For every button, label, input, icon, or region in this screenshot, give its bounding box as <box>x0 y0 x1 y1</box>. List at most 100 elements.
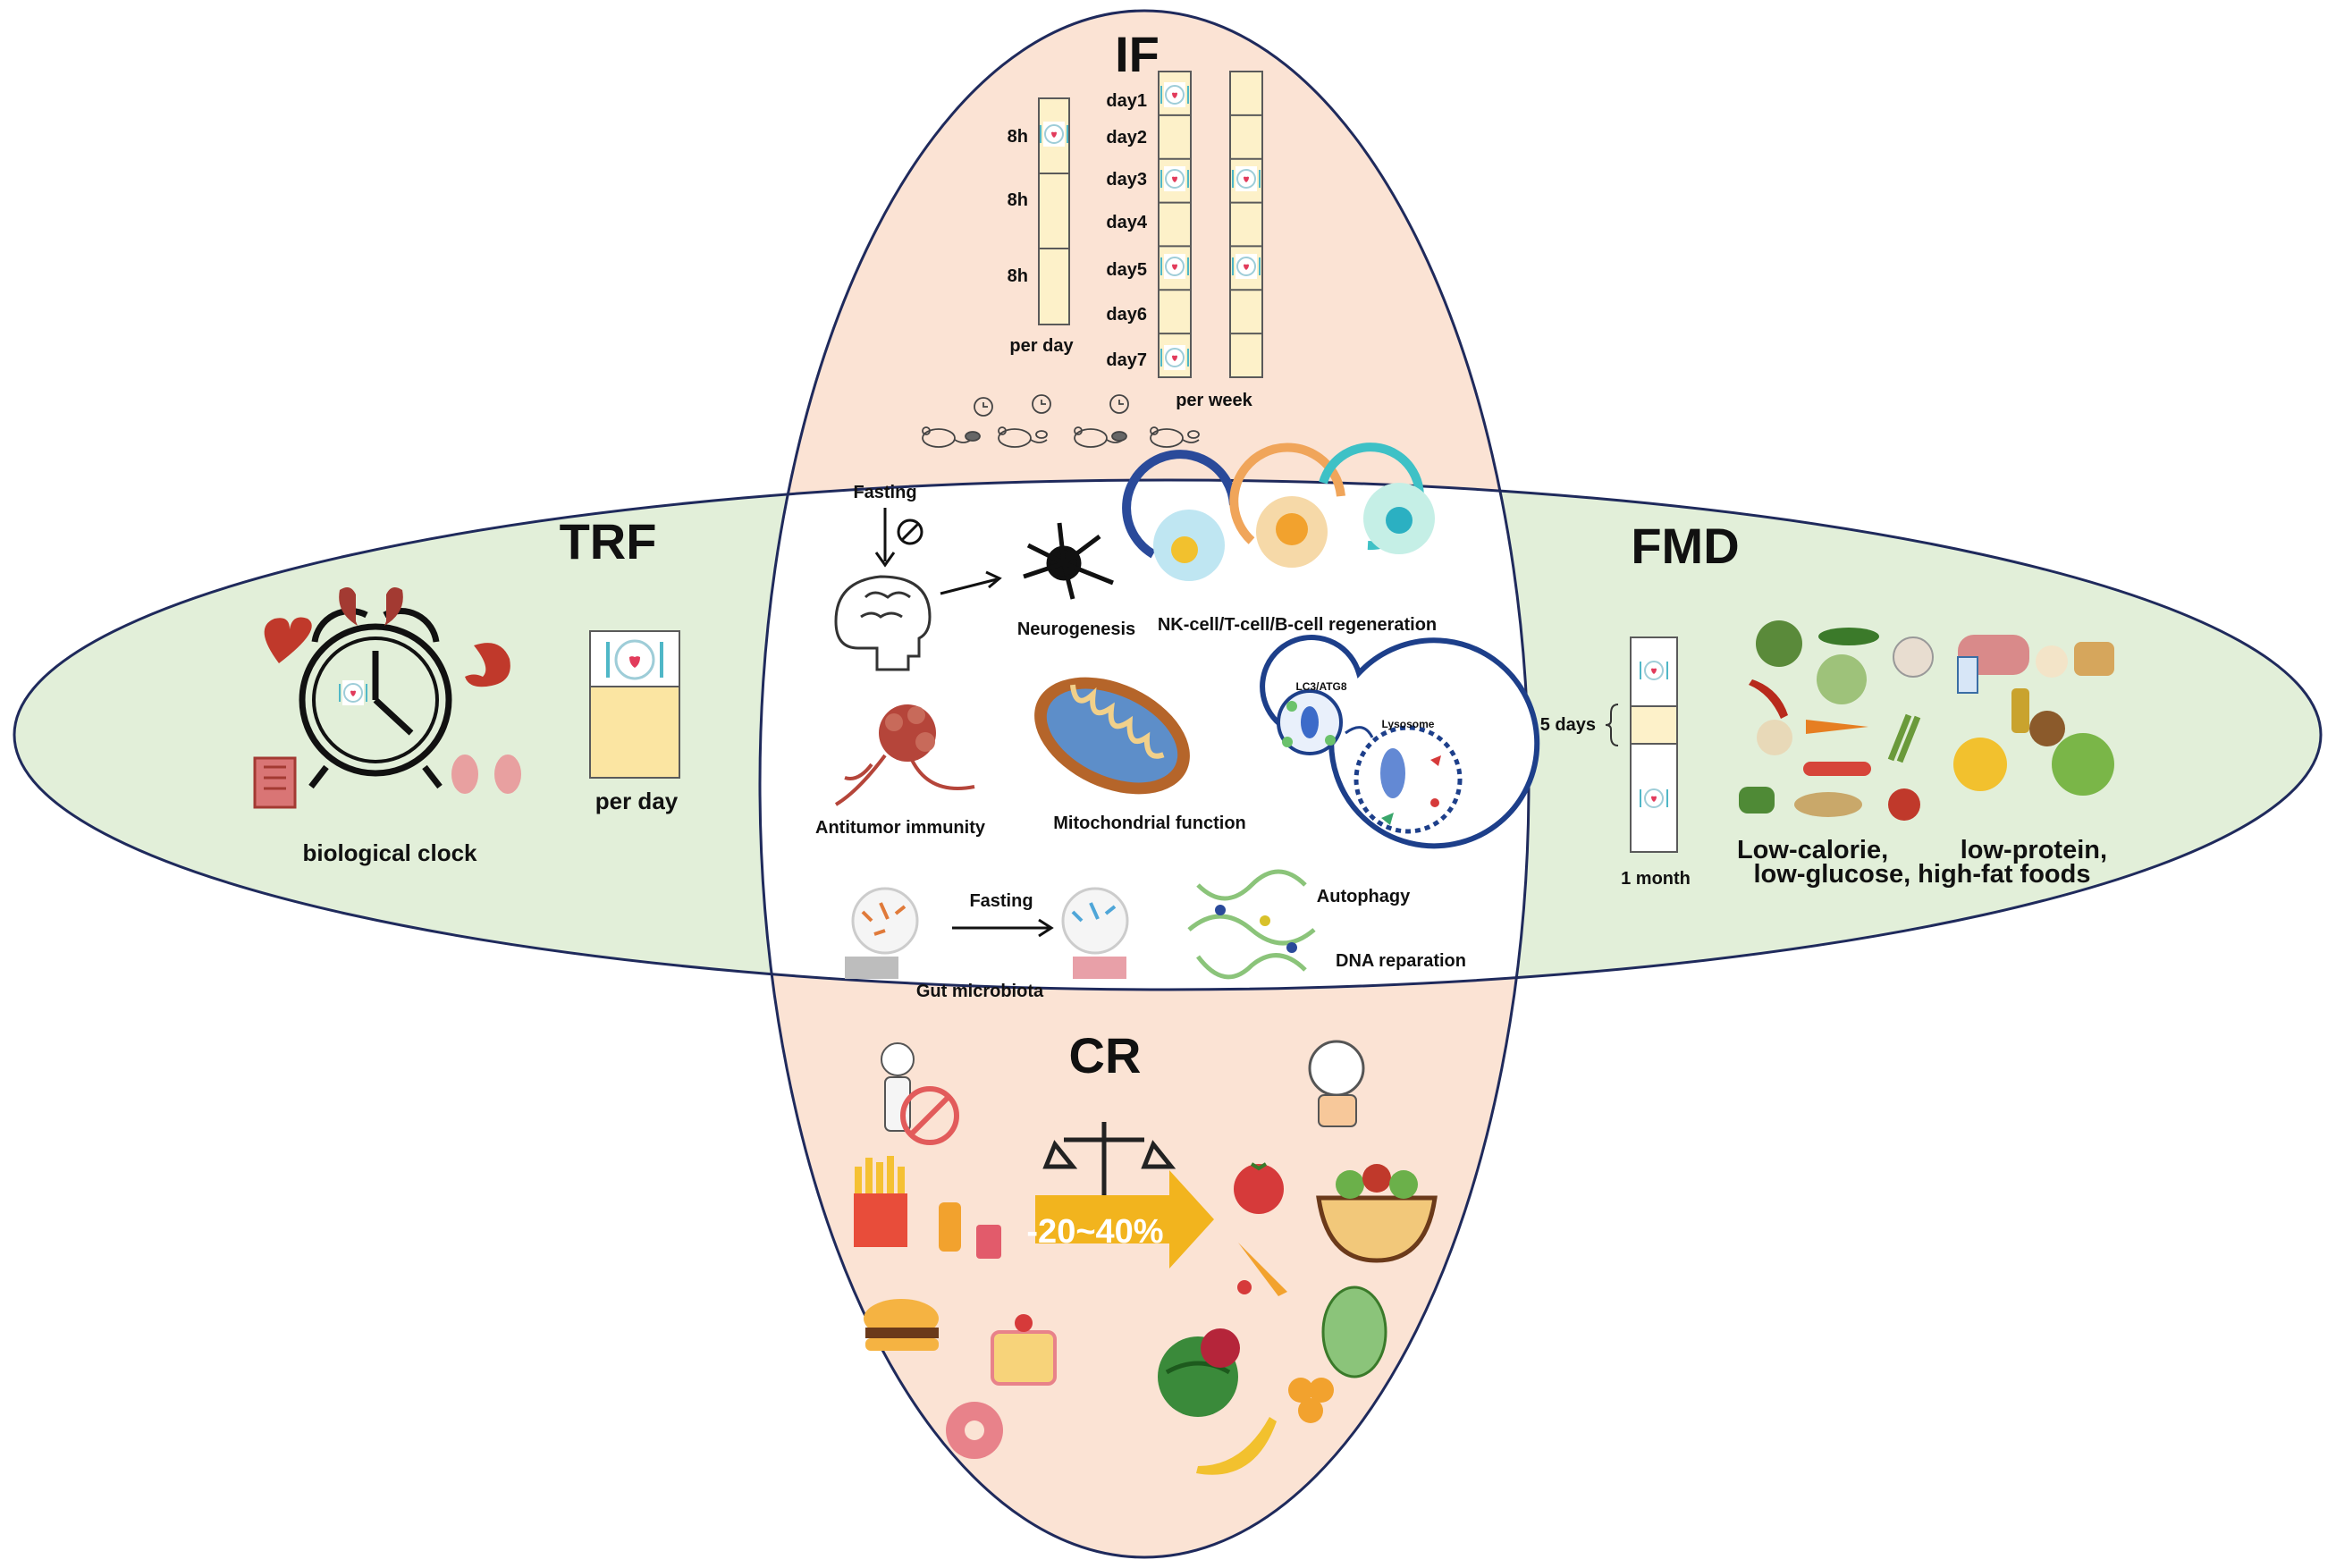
burger-icon <box>864 1299 939 1351</box>
day-label: day5 <box>1106 260 1147 280</box>
fmd-foods-caption-1: Low-calorie, low-protein, <box>1737 836 2107 864</box>
cr-reduction-label: -20~40% <box>1026 1213 1163 1251</box>
no-food-icon <box>897 518 923 545</box>
intestine-icon <box>253 756 297 809</box>
asparagus-icon <box>1887 713 1921 763</box>
mushroom-icon <box>1893 636 1934 678</box>
fmd-brace <box>1605 704 1619 746</box>
neurogenesis-label: Neurogenesis <box>1017 620 1135 639</box>
fruit-basket-icon <box>1953 738 2007 791</box>
plate-icon <box>1639 657 1669 684</box>
trf-clock-caption: biological clock <box>302 839 477 866</box>
neuron-icon <box>1023 522 1114 600</box>
plate-icon <box>1160 344 1190 371</box>
tumor-icon <box>834 704 975 806</box>
kidney-icon <box>451 754 478 794</box>
arrow-head <box>1038 918 1054 938</box>
week-dividers <box>1159 114 1262 335</box>
chef-icon <box>1308 1040 1365 1127</box>
soda-icon <box>939 1202 1001 1259</box>
arrow-head <box>874 552 896 568</box>
oil-bottle-icon <box>2011 688 2029 733</box>
day-label: day1 <box>1106 91 1147 111</box>
if-per-week-caption: per week <box>1176 391 1252 410</box>
if-hour-label-3: 8h <box>1008 266 1028 286</box>
heart-icon <box>264 617 312 663</box>
chef-stop-icon <box>881 1042 959 1145</box>
mouse-icon-row <box>922 394 1200 448</box>
regeneration-label: NK-cell/T-cell/B-cell regeneration <box>1158 615 1437 635</box>
neuro-arrow <box>940 577 998 595</box>
plate-icon <box>1639 785 1669 812</box>
stomach-icon <box>465 643 510 687</box>
dna-label: DNA reparation <box>1336 951 1466 971</box>
junk-food-icons <box>854 1156 1057 1459</box>
plate-icon <box>1160 81 1190 108</box>
fmd-cycle-label: 1 month <box>1621 869 1691 889</box>
gut-microbiota-label: Gut microbiota <box>916 982 1044 1001</box>
brain-icon <box>834 575 932 671</box>
organ-icons <box>253 586 521 809</box>
week-day-labels: day1 day2 day3 day4 day5 day6 day7 <box>1106 91 1147 370</box>
fasting-label: Fasting <box>853 483 916 502</box>
fmd-title: FMD <box>1631 518 1739 574</box>
plate-icon <box>1231 253 1261 280</box>
tomato-icon <box>1234 1162 1284 1214</box>
day-label: day4 <box>1106 213 1147 232</box>
if-per-day-caption: per day <box>1009 336 1074 356</box>
trf-title: TRF <box>560 513 657 569</box>
if-per-day-bar <box>1038 97 1070 325</box>
arrow-head <box>985 570 1002 589</box>
day-label: day2 <box>1106 128 1147 148</box>
plate-icon <box>1160 253 1190 280</box>
watermelon-icon <box>1158 1328 1240 1417</box>
egg-icon <box>2036 645 2068 678</box>
gut-fasting-label: Fasting <box>969 891 1033 911</box>
tomato-icon <box>1888 788 1920 821</box>
fmd-foods-caption-2: low-glucose, high-fat foods <box>1754 860 2091 889</box>
day-label: day6 <box>1106 305 1147 325</box>
if-hour-label-1: 8h <box>1008 127 1028 147</box>
pepper-icon <box>1749 679 1788 719</box>
carrot-icon <box>1237 1243 1287 1296</box>
bok-choy-icon <box>1321 1286 1387 1378</box>
coconut-icon <box>2029 711 2065 746</box>
fries-icon <box>854 1156 907 1247</box>
pea-pod-icon <box>1818 628 1879 645</box>
carrot-icon <box>1806 720 1868 734</box>
lysosome-label: Lysosome <box>1382 718 1435 730</box>
salad-bowl-icon <box>1316 1164 1438 1263</box>
if-hour-label-2: 8h <box>1008 190 1028 210</box>
vegetable-basket-icon <box>2052 733 2114 796</box>
gut-icon <box>845 887 1129 979</box>
plate-icon <box>1039 121 1069 148</box>
orange-icon <box>1288 1378 1334 1423</box>
cr-title: CR <box>1069 1027 1142 1083</box>
horizontal-outline <box>13 478 2323 991</box>
cr-reduction-arrow <box>1035 1170 1214 1269</box>
plate-icon <box>338 679 368 706</box>
food-icon-grid <box>1739 620 2114 821</box>
if-week-bar-b <box>1229 71 1263 378</box>
antitumor-label: Antitumor immunity <box>815 818 986 838</box>
day-label: day3 <box>1106 170 1147 190</box>
donut-icon <box>946 1402 1003 1459</box>
autophagy-cell-icon <box>1260 635 1540 849</box>
cabbage-icon <box>1817 654 1867 704</box>
if-title: IF <box>1115 26 1160 82</box>
lettuce-icon <box>1756 620 1802 667</box>
broccoli-icon <box>1739 787 1775 814</box>
trf-per-day-bar <box>589 630 680 779</box>
onion-icon <box>1757 720 1792 755</box>
bread-icon <box>2074 642 2114 676</box>
mitochondrion-icon <box>1034 677 1190 795</box>
banana-icon <box>1196 1417 1277 1475</box>
fmd-duration-label: 5 days <box>1540 715 1596 735</box>
day-label: day7 <box>1106 350 1147 370</box>
healthy-food-icons <box>1158 1040 1438 1475</box>
plate-icon <box>1160 165 1190 192</box>
lungs-icon <box>339 586 403 626</box>
lc3-label: LC3/ATG8 <box>1295 680 1346 693</box>
